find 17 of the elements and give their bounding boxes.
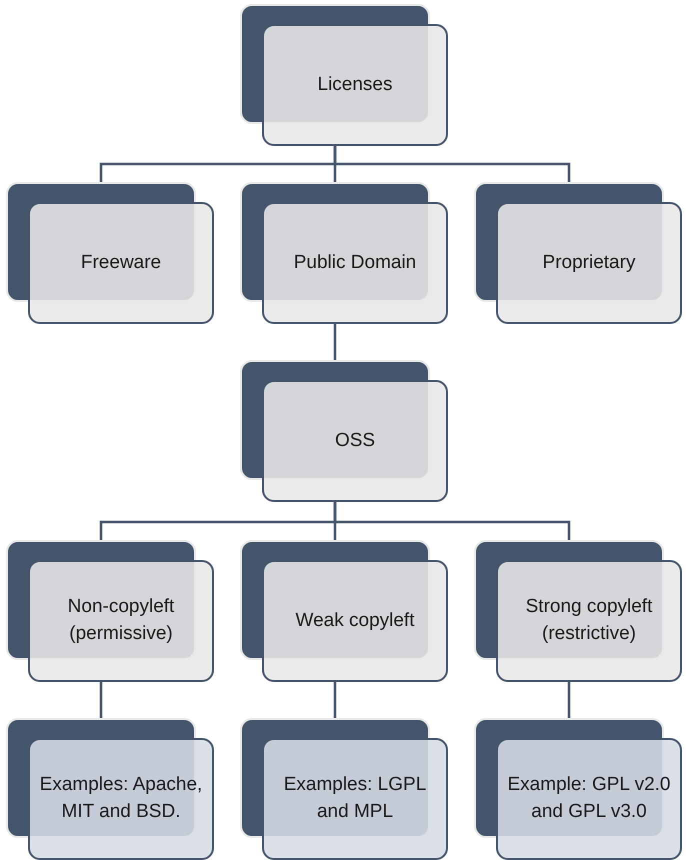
node-label: OSS	[334, 428, 376, 453]
node-label: Non-copyleft (permissive)	[66, 595, 176, 646]
node-label: Public Domain	[294, 250, 416, 275]
node-label: Strong copyleft (restrictive)	[524, 595, 654, 646]
connector-line	[334, 324, 336, 360]
connector-line	[334, 682, 336, 718]
node-label: Weak copyleft	[296, 608, 414, 633]
connector-line	[334, 146, 570, 182]
node-label: Examples: Apache, MIT and BSD.	[38, 773, 204, 824]
node-label: Freeware	[80, 250, 162, 275]
connector-line	[100, 682, 102, 718]
node-label: Example: GPL v2.0 and GPL v3.0	[506, 773, 672, 824]
node-label: Licenses	[318, 72, 392, 97]
connector-line	[334, 502, 570, 540]
connector-line	[568, 682, 570, 718]
node-label: Proprietary	[542, 250, 636, 275]
node-label: Examples: LGPL and MPL	[282, 773, 428, 824]
